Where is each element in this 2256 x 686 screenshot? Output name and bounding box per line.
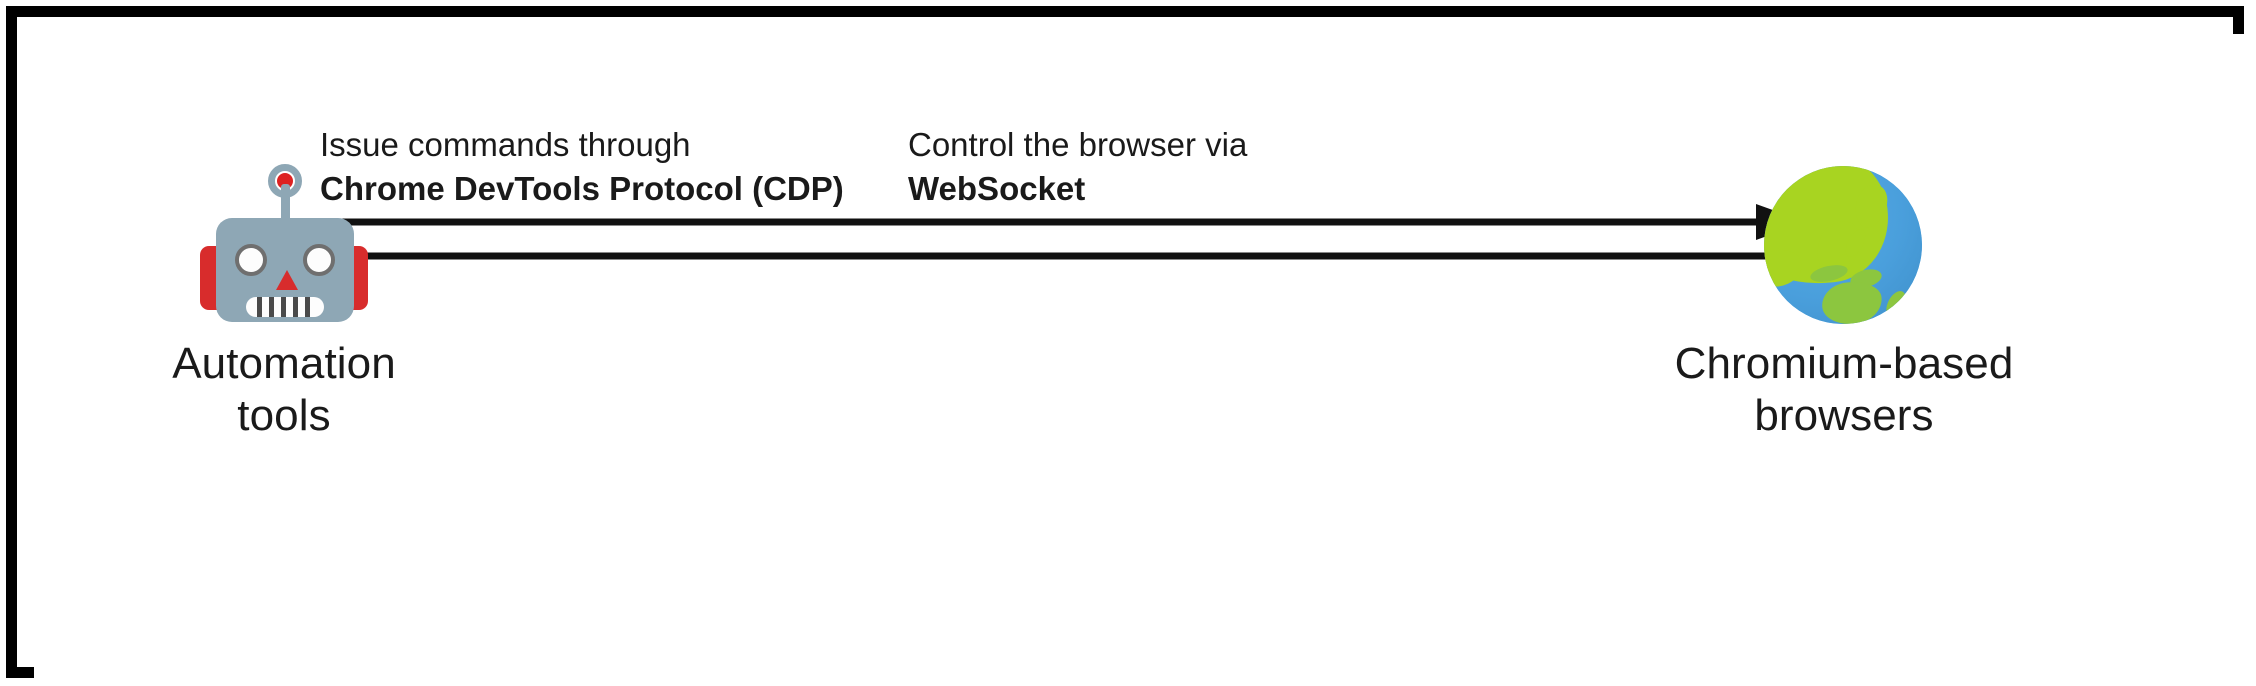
node-automation-tools-label: Automation tools bbox=[172, 339, 396, 440]
robot-tooth-gap bbox=[281, 297, 286, 317]
edge-label-cdp-line1: Issue commands through bbox=[320, 126, 691, 163]
robot-mouth-icon bbox=[246, 297, 324, 317]
robot-icon bbox=[194, 162, 374, 322]
robot-eye-right-icon bbox=[303, 244, 335, 276]
robot-tooth-gap bbox=[293, 297, 298, 317]
node-chromium-browsers: Chromium-based browsers bbox=[1524, 162, 2164, 442]
node-automation-tools: Automation tools bbox=[74, 162, 494, 442]
robot-nose-icon bbox=[276, 270, 298, 290]
edge-label-websocket-line1: Control the browser via bbox=[908, 126, 1248, 163]
edge-label-websocket: Control the browser via WebSocket bbox=[908, 123, 1247, 211]
robot-head-icon bbox=[216, 218, 354, 322]
robot-tooth-gap bbox=[257, 297, 262, 317]
node-chromium-browsers-label: Chromium-based browsers bbox=[1674, 339, 2014, 440]
node-browsers-icon-wrap bbox=[1754, 162, 1934, 324]
node-automation-icon-wrap bbox=[194, 162, 374, 322]
globe-icon bbox=[1764, 166, 1922, 324]
robot-antenna-stem-icon bbox=[281, 184, 290, 228]
edge-label-websocket-line2: WebSocket bbox=[908, 170, 1086, 208]
edge-label-cdp-line2: Chrome DevTools Protocol (CDP) bbox=[320, 170, 844, 208]
robot-tooth-gap bbox=[269, 297, 274, 317]
robot-tooth-gap bbox=[305, 297, 310, 317]
robot-eye-left-icon bbox=[235, 244, 267, 276]
diagram-stage: Issue commands through Chrome DevTools P… bbox=[34, 34, 2256, 686]
edge-label-cdp: Issue commands through Chrome DevTools P… bbox=[320, 123, 844, 211]
diagram-frame-border: Issue commands through Chrome DevTools P… bbox=[6, 6, 2256, 686]
